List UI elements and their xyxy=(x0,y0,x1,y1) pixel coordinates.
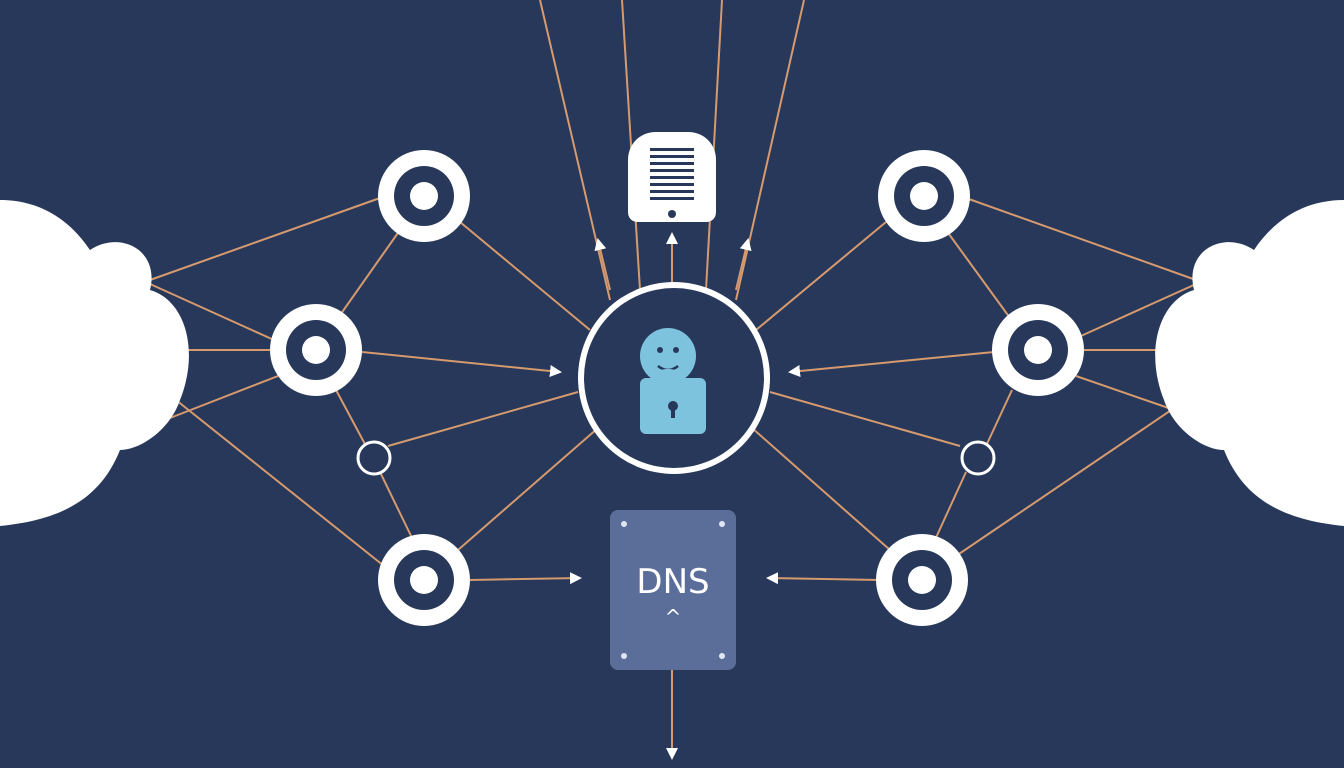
edge-rn1-rn2 xyxy=(945,229,1011,319)
node-right-small xyxy=(960,440,996,476)
edge-rn4-dns-arrow xyxy=(766,572,881,585)
edge-n2-n3 xyxy=(335,389,367,447)
edge-n3-hub xyxy=(387,391,579,447)
edge-top-4 xyxy=(735,0,805,301)
edge-lc-n2a xyxy=(149,283,275,341)
node-right-bottom xyxy=(876,534,968,626)
edge-rc-n2c xyxy=(1075,375,1181,413)
node-left-top xyxy=(378,150,470,242)
edge-n4-dns-arrow xyxy=(469,572,582,585)
edge-n2-hub-arrow xyxy=(361,351,562,377)
edge-lc-n2c xyxy=(169,375,279,419)
edge-rn1-hub xyxy=(755,221,887,331)
edge-rn2-hub-arrow xyxy=(788,351,995,377)
dns-caret: ^ xyxy=(665,605,682,629)
edge-n1-n2 xyxy=(337,229,401,319)
dns-box: DNS ^ xyxy=(610,510,736,670)
edge-rc-n1 xyxy=(965,197,1197,281)
edge-lc-n1 xyxy=(149,197,381,281)
node-left-small xyxy=(356,440,392,476)
user-lock-icon xyxy=(640,328,706,434)
edge-lc-n4 xyxy=(175,399,385,567)
node-right-top xyxy=(878,150,970,242)
edge-rc-n2a xyxy=(1071,283,1197,341)
node-right-mid xyxy=(992,304,1084,396)
cloud-left xyxy=(0,200,189,526)
edge-top-3 xyxy=(705,0,723,291)
edge-n3-n4 xyxy=(379,471,415,543)
edge-rn2-rn3 xyxy=(985,389,1013,447)
edge-rn3-rn4 xyxy=(933,471,967,543)
dns-label: DNS xyxy=(636,562,709,602)
server xyxy=(628,132,716,222)
cloud-right xyxy=(1155,200,1344,526)
edge-arrow-up-left xyxy=(594,238,611,291)
edge-top-2 xyxy=(621,0,641,291)
edge-rn3-hub xyxy=(769,391,961,447)
edge-n1-hub xyxy=(459,221,591,331)
edges xyxy=(149,0,1197,760)
node-left-bottom xyxy=(378,534,470,626)
edge-top-1 xyxy=(539,0,611,301)
hub xyxy=(578,282,770,474)
server-icon xyxy=(628,132,716,222)
edge-arrow-up-right xyxy=(735,238,752,291)
node-left-mid xyxy=(270,304,362,396)
edge-n4-hub xyxy=(457,427,599,551)
edge-rn4-hub xyxy=(751,427,891,551)
cloud-right-icon xyxy=(1155,200,1344,526)
edge-rc-n4 xyxy=(955,399,1187,557)
cloud-left-icon xyxy=(0,200,189,526)
